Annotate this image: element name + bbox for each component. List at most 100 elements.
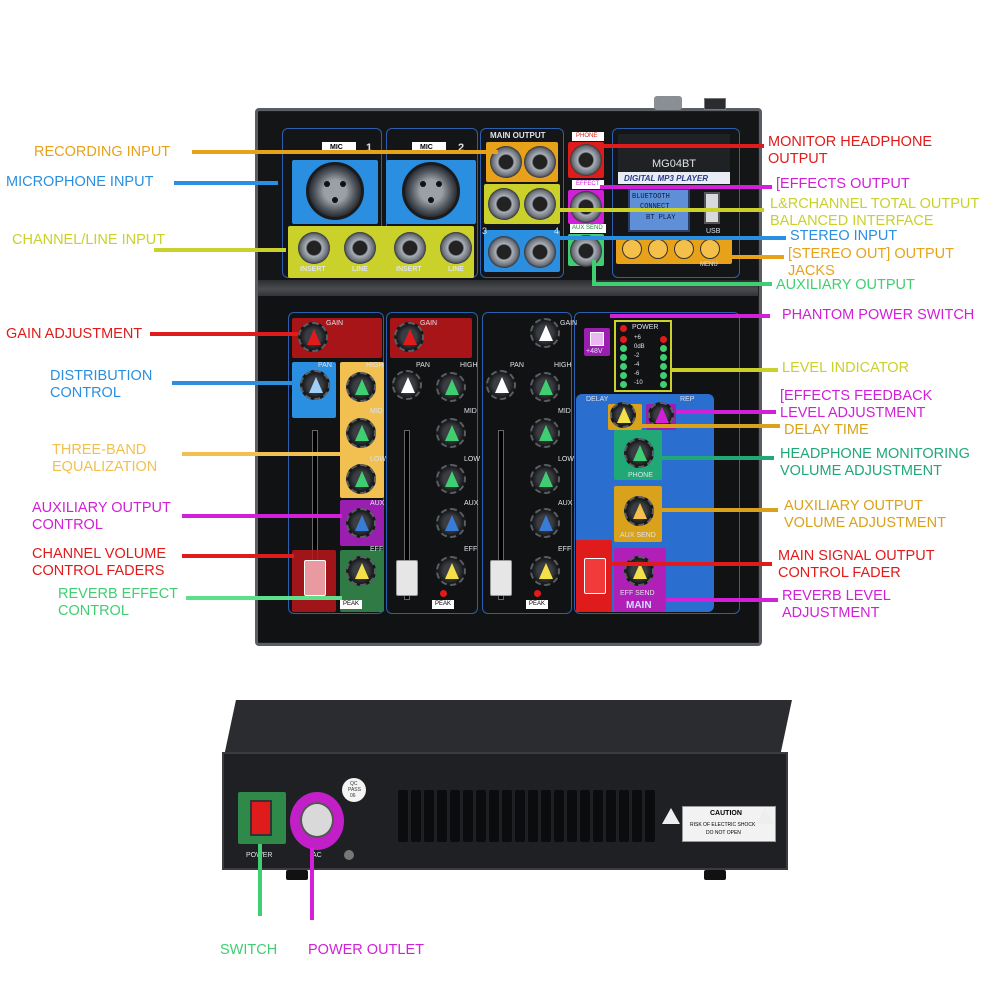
frame-main-output — [480, 128, 564, 278]
main-out-l[interactable] — [488, 188, 520, 220]
player-logo-box — [618, 134, 730, 174]
insert-jack-1[interactable] — [298, 232, 330, 264]
line-auxiliary-output — [592, 282, 772, 286]
label-three-band-eq: THREE-BAND EQUALIZATION — [52, 442, 158, 475]
vent-slot — [476, 790, 486, 842]
ac-socket[interactable] — [300, 802, 334, 838]
aux-label-3: AUX — [558, 500, 573, 507]
main-label: MAIN — [626, 600, 652, 611]
label-main-signal-fader: MAIN SIGNAL OUTPUT CONTROL FADER — [778, 548, 935, 581]
aux-label-1: AUX — [370, 500, 385, 507]
pan-knob-2[interactable] — [392, 370, 422, 400]
label-channel-volume-faders: CHANNEL VOLUME CONTROL FADERS — [32, 546, 167, 579]
aux-send-volume-knob[interactable] — [624, 496, 654, 526]
meter-power-label: POWER — [632, 324, 659, 331]
aux-send-tag — [570, 224, 606, 233]
gain-knob-1[interactable] — [298, 322, 328, 352]
meter-level-label: -10 — [634, 380, 643, 386]
aux-knob-2[interactable] — [436, 508, 466, 538]
player-btn-next[interactable] — [648, 239, 668, 259]
eff-knob-2[interactable] — [436, 556, 466, 586]
line-distribution — [172, 381, 292, 385]
high-knob-2[interactable] — [436, 372, 466, 402]
meter-led-left — [620, 336, 627, 343]
screen-line1: BLUETOOTH — [632, 193, 670, 201]
line-switch — [258, 844, 262, 916]
fader-cap-2[interactable] — [396, 560, 418, 596]
effect-jack[interactable] — [570, 191, 602, 223]
mic1-number: 1 — [366, 142, 373, 154]
rec-jack-r[interactable] — [524, 146, 556, 178]
line-stereo-input — [560, 236, 786, 240]
vent-slot — [619, 790, 629, 842]
caution-title: CAUTION — [710, 810, 742, 817]
low-label-3: LOW — [558, 456, 574, 463]
pan-knob-3[interactable] — [486, 370, 516, 400]
label-gain-adjustment: GAIN ADJUSTMENT — [6, 326, 143, 342]
low-knob-1[interactable] — [346, 464, 376, 494]
aux-knob-1[interactable] — [346, 508, 376, 538]
vent-slot — [463, 790, 473, 842]
meter-led-right — [660, 363, 667, 370]
eff-send-knob[interactable] — [624, 556, 654, 586]
caution-line1: RISK OF ELECTRIC SHOCK — [690, 822, 756, 828]
warning-triangle-icon — [662, 808, 680, 824]
pan-knob-1[interactable] — [300, 370, 330, 400]
mid-knob-2[interactable] — [436, 418, 466, 448]
high-knob-3[interactable] — [530, 372, 560, 402]
pan-label-1: PAN — [318, 362, 332, 369]
line-label-2: LINE — [448, 266, 464, 273]
fader-cap-3[interactable] — [490, 560, 512, 596]
frame-ch2 — [386, 312, 478, 614]
main-fader-cap[interactable] — [584, 558, 606, 594]
line-aux-output-volume — [662, 508, 778, 512]
peak-tag-3 — [526, 600, 548, 609]
gain-knob-2[interactable] — [394, 322, 424, 352]
gain-knob-3[interactable] — [530, 318, 560, 348]
delay-knob[interactable] — [610, 402, 636, 428]
line-headphone-monitoring — [662, 456, 774, 460]
insert-jack-2[interactable] — [394, 232, 426, 264]
phone-jack[interactable] — [570, 144, 602, 176]
phantom-button[interactable] — [590, 332, 604, 346]
xlr-input-2[interactable] — [402, 162, 460, 220]
vent-slot — [554, 790, 564, 842]
high-label-2: HIGH — [460, 362, 478, 369]
line-recording-input — [192, 150, 498, 154]
line-gain-adjustment — [150, 332, 298, 336]
low-knob-3[interactable] — [530, 464, 560, 494]
peak-tag-2 — [432, 600, 454, 609]
phone-label: PHONE — [576, 133, 598, 139]
low-knob-2[interactable] — [436, 464, 466, 494]
xlr-input-1[interactable] — [306, 162, 364, 220]
player-btn-prev[interactable] — [622, 239, 642, 259]
phone-volume-knob[interactable] — [624, 438, 654, 468]
high-knob-1[interactable] — [346, 372, 376, 402]
line-jack-1[interactable] — [344, 232, 376, 264]
eff-knob-1[interactable] — [346, 556, 376, 586]
aux-jack[interactable] — [570, 235, 602, 267]
fader-cap-1[interactable] — [304, 560, 326, 596]
main-out-r[interactable] — [524, 188, 556, 220]
stereo-in-4[interactable] — [524, 236, 556, 268]
aux-knob-3[interactable] — [530, 508, 560, 538]
line-aux-output-vertical — [592, 260, 596, 284]
player-btn-menu[interactable] — [700, 239, 720, 259]
label-stereo-input: STEREO INPUT — [790, 228, 898, 244]
mid-knob-1[interactable] — [346, 418, 376, 448]
phone-tag — [572, 132, 604, 141]
mid-knob-3[interactable] — [530, 418, 560, 448]
eff-knob-3[interactable] — [530, 556, 560, 586]
mid-label-1: MID — [370, 408, 383, 415]
label-switch: SWITCH — [220, 942, 278, 958]
stereo-in-3[interactable] — [488, 236, 520, 268]
label-channel-line-input: CHANNEL/LINE INPUT — [12, 232, 166, 248]
label-distribution-control: DISTRIBUTION CONTROL — [50, 368, 153, 401]
rep-knob[interactable] — [648, 402, 674, 428]
player-btn-play[interactable] — [674, 239, 694, 259]
line-jack-2[interactable] — [440, 232, 472, 264]
line-lr-total-output — [560, 208, 764, 212]
player-model: MG04BT — [652, 158, 697, 170]
power-switch[interactable] — [250, 800, 272, 836]
screen-line2: CONNECT — [640, 203, 670, 211]
